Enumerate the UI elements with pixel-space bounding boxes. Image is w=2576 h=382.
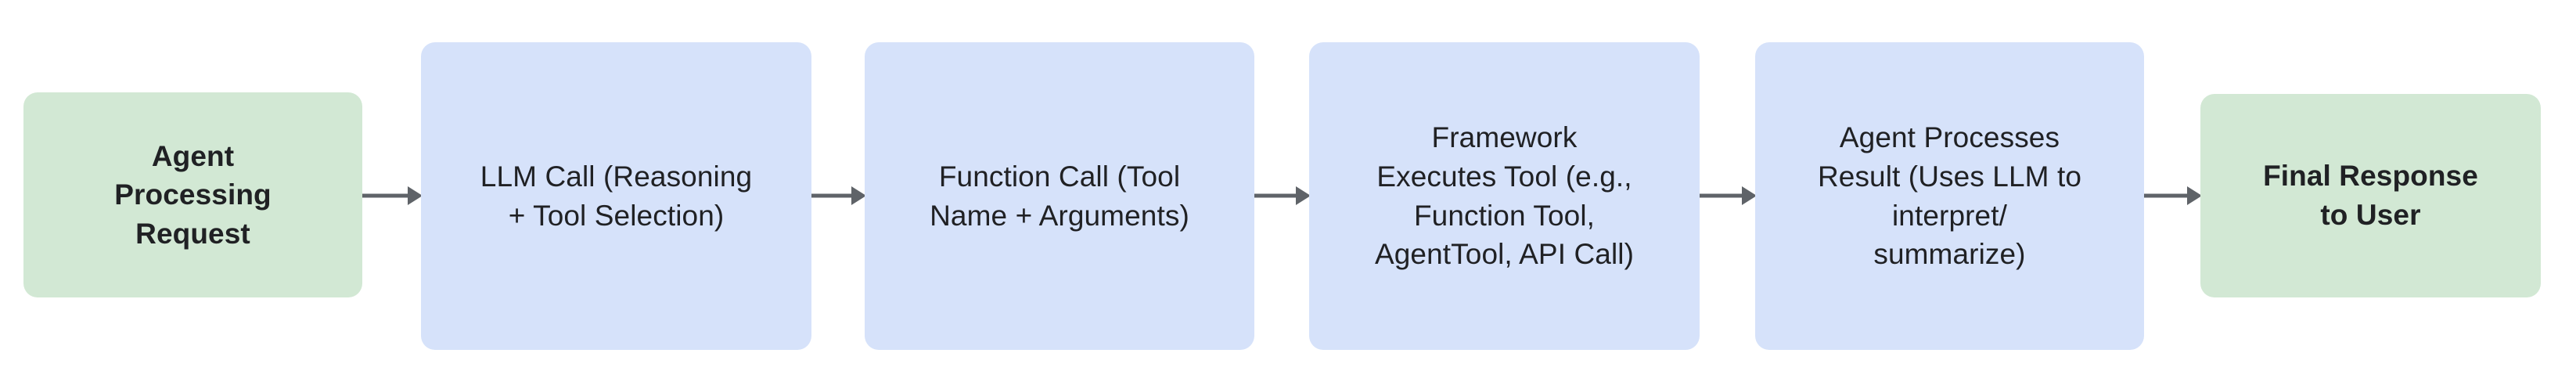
flow-node-agent-processing-request[interactable]: Agent Processing Request: [23, 92, 362, 297]
flow-node-framework-executes-tool[interactable]: Framework Executes Tool (e.g., Function …: [1309, 42, 1700, 350]
flow-node-label: Final Response to User: [2263, 160, 2478, 231]
flow-node-label: Framework Executes Tool (e.g., Function …: [1374, 121, 1635, 271]
flow-arrow-3: [1254, 182, 1311, 210]
flow-node-llm-call[interactable]: LLM Call (Reasoning + Tool Selection): [421, 42, 811, 350]
flow-node-label: Function Call (Tool Name + Arguments): [930, 160, 1189, 232]
flow-node-label: Agent Processing Request: [114, 139, 272, 250]
flow-node-function-call[interactable]: Function Call (Tool Name + Arguments): [865, 42, 1254, 350]
flow-node-agent-processes-result[interactable]: Agent Processes Result (Uses LLM to inte…: [1755, 42, 2144, 350]
flow-arrow-1: [362, 182, 423, 210]
flow-arrow-5: [2144, 182, 2202, 210]
flow-arrow-4: [1700, 182, 1757, 210]
flow-arrow-2: [811, 182, 866, 210]
flow-node-final-response-to-user[interactable]: Final Response to User: [2200, 94, 2541, 297]
flow-node-label: LLM Call (Reasoning + Tool Selection): [480, 160, 753, 232]
flow-node-label: Agent Processes Result (Uses LLM to inte…: [1817, 121, 2082, 271]
